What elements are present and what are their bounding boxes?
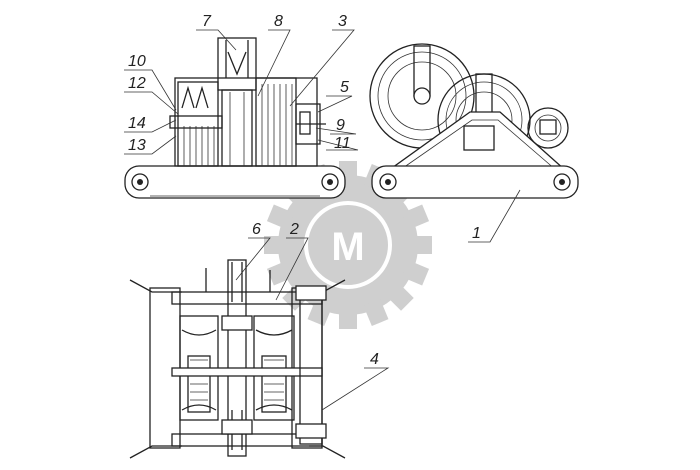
gear-tooth	[339, 307, 357, 329]
callout-5: 5	[340, 79, 349, 96]
left-plan-drum-ribs	[190, 359, 208, 401]
callout-3: 3	[338, 13, 347, 30]
gear-tooth	[410, 236, 432, 254]
gear-tooth	[264, 236, 286, 254]
callouts: 7 8 3 5 9 11 10 12 14 13 1 6 2 4	[128, 13, 481, 368]
callout-11: 11	[334, 135, 351, 152]
right-drum-ribs	[261, 84, 293, 166]
callout-8: 8	[274, 13, 283, 30]
front-view	[124, 37, 346, 199]
callout-14: 14	[128, 115, 146, 132]
gear-tooth	[363, 298, 389, 327]
gear-tooth	[266, 204, 295, 230]
gear-tooth	[401, 204, 430, 230]
side-view	[369, 43, 579, 199]
callout-7: 7	[202, 13, 212, 30]
callout-13: 13	[128, 137, 146, 154]
gear-tooth	[266, 260, 295, 286]
callout-9: 9	[336, 117, 345, 134]
callout-10: 10	[128, 53, 146, 70]
callout-6: 6	[252, 221, 261, 238]
callout-4: 4	[370, 351, 379, 368]
gear-tooth	[307, 298, 333, 327]
gear-tooth	[401, 260, 430, 286]
plan-view	[129, 259, 346, 459]
callout-12: 12	[128, 75, 146, 92]
callout-1: 1	[472, 225, 481, 242]
watermark-letter: M	[331, 225, 364, 269]
left-drum-ribs	[183, 126, 215, 166]
right-plan-drum-ribs	[264, 359, 284, 401]
leader-lines	[124, 29, 521, 411]
gear-tooth	[385, 282, 414, 311]
callout-2: 2	[289, 221, 299, 238]
